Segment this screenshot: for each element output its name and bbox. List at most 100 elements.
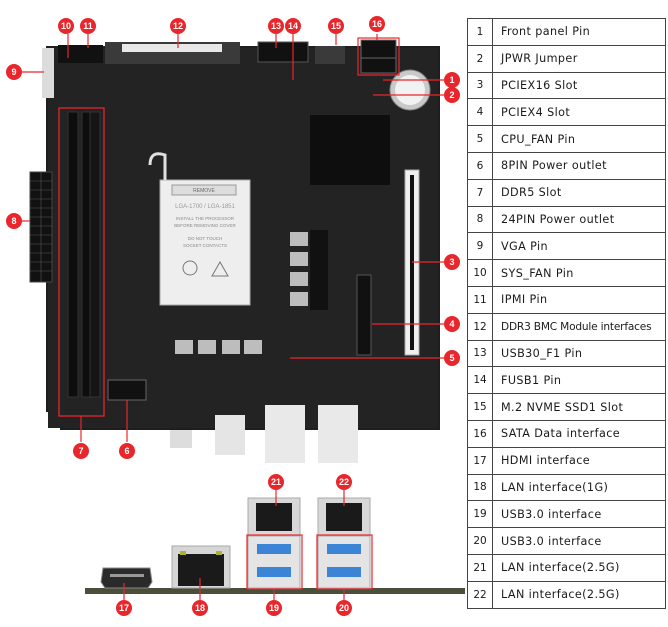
callout-18: 18 [192, 600, 208, 616]
callout-19: 19 [266, 600, 282, 616]
legend-label: USB30_F1 Pin [492, 339, 666, 368]
svg-text:DO NOT TOUCH: DO NOT TOUCH [188, 236, 223, 241]
callout-4: 4 [444, 316, 460, 332]
vrm-chokes [175, 232, 308, 354]
io-stack-2 [318, 405, 358, 463]
legend-label: M.2 NVME SSD1 Slot [492, 393, 666, 421]
legend-label: CPU_FAN Pin [492, 125, 666, 153]
callout-5: 5 [444, 350, 460, 366]
motherboard-diagram: REMOVE LGA-1700 / LGA-1851 INSTALL THE P… [6, 16, 460, 463]
legend-number: 15 [467, 393, 493, 421]
usb30-header [257, 41, 309, 63]
legend-label: USB3.0 interface [492, 500, 666, 529]
legend-label: FUSB1 Pin [492, 366, 666, 395]
legend-number: 3 [467, 71, 493, 100]
pciex4-slot [356, 274, 372, 356]
legend-label: 8PIN Power outlet [492, 151, 666, 180]
rear-io-illustration [85, 488, 465, 600]
svg-text:BEFORE REMOVING COVER: BEFORE REMOVING COVER [174, 223, 236, 228]
callout-11: 11 [80, 18, 96, 34]
callout-12: 12 [170, 18, 186, 34]
ddr5-slots [67, 111, 101, 398]
legend-number: 17 [467, 446, 493, 475]
sata-highlight [357, 37, 400, 76]
chipset [310, 115, 390, 185]
leader-lines [22, 34, 444, 442]
legend-label: HDMI interface [492, 446, 666, 475]
legend-number: 10 [467, 259, 493, 287]
legend-label: PCIEX16 Slot [492, 71, 666, 100]
legend-number: 14 [467, 366, 493, 395]
legend-number: 9 [467, 232, 493, 261]
sata-port-2 [360, 57, 397, 74]
legend-label: LAN interface(2.5G) [492, 553, 666, 582]
lan-port-1g [215, 415, 245, 455]
legend-number: 21 [467, 553, 493, 582]
hdmi-connector [100, 567, 153, 589]
legend-number: 22 [467, 580, 493, 609]
sata-port-1 [360, 39, 397, 59]
vrm-heatsink [310, 230, 328, 310]
socket-cover-model-text: LGA-1700 / LGA-1851 [175, 204, 235, 210]
legend-label: DDR5 Slot [492, 178, 666, 207]
io-stack-1 [265, 405, 305, 463]
legend-number: 19 [467, 500, 493, 529]
hdmi-port [170, 430, 192, 448]
io-pcb-edge [85, 588, 465, 594]
legend-label: 24PIN Power outlet [492, 205, 666, 234]
callout-2: 2 [444, 87, 460, 103]
legend-label: LAN interface(2.5G) [492, 580, 666, 609]
legend-number: 20 [467, 527, 493, 555]
legend-label: IPMI Pin [492, 285, 666, 314]
legend-label: USB3.0 interface [492, 527, 666, 555]
svg-text:INSTALL THE PROCESSOR: INSTALL THE PROCESSOR [176, 216, 235, 221]
legend-number: 18 [467, 473, 493, 502]
callout-17: 17 [116, 600, 132, 616]
legend-label: DDR3 BMC Module interfaces [492, 312, 666, 341]
svg-text:SOCKET CONTACTS: SOCKET CONTACTS [183, 243, 227, 248]
legend-label: VGA Pin [492, 232, 666, 261]
callout-10: 10 [58, 18, 74, 34]
legend-label: SYS_FAN Pin [492, 259, 666, 287]
legend-number: 2 [467, 44, 493, 73]
callout-16: 16 [369, 16, 385, 32]
callout-8: 8 [6, 213, 22, 229]
motherboard-illustration: REMOVE LGA-1700 / LGA-1851 INSTALL THE P… [22, 34, 444, 463]
callout-15: 15 [328, 18, 344, 34]
callout-3: 3 [444, 254, 460, 270]
callout-1: 1 [444, 72, 460, 88]
legend-number: 7 [467, 178, 493, 207]
legend-number: 13 [467, 339, 493, 368]
legend-number: 1 [467, 18, 493, 46]
ipmi-header [58, 45, 103, 63]
legend-label: PCIEX4 Slot [492, 98, 666, 127]
legend-number: 4 [467, 98, 493, 127]
legend-number: 16 [467, 419, 493, 448]
callout-20: 20 [336, 600, 352, 616]
legend-number: 6 [467, 151, 493, 180]
io-leader-lines [123, 488, 345, 600]
legend-label: JPWR Jumper [492, 44, 666, 73]
usb3-stack-2 [317, 535, 371, 589]
m2-slot [315, 46, 345, 64]
